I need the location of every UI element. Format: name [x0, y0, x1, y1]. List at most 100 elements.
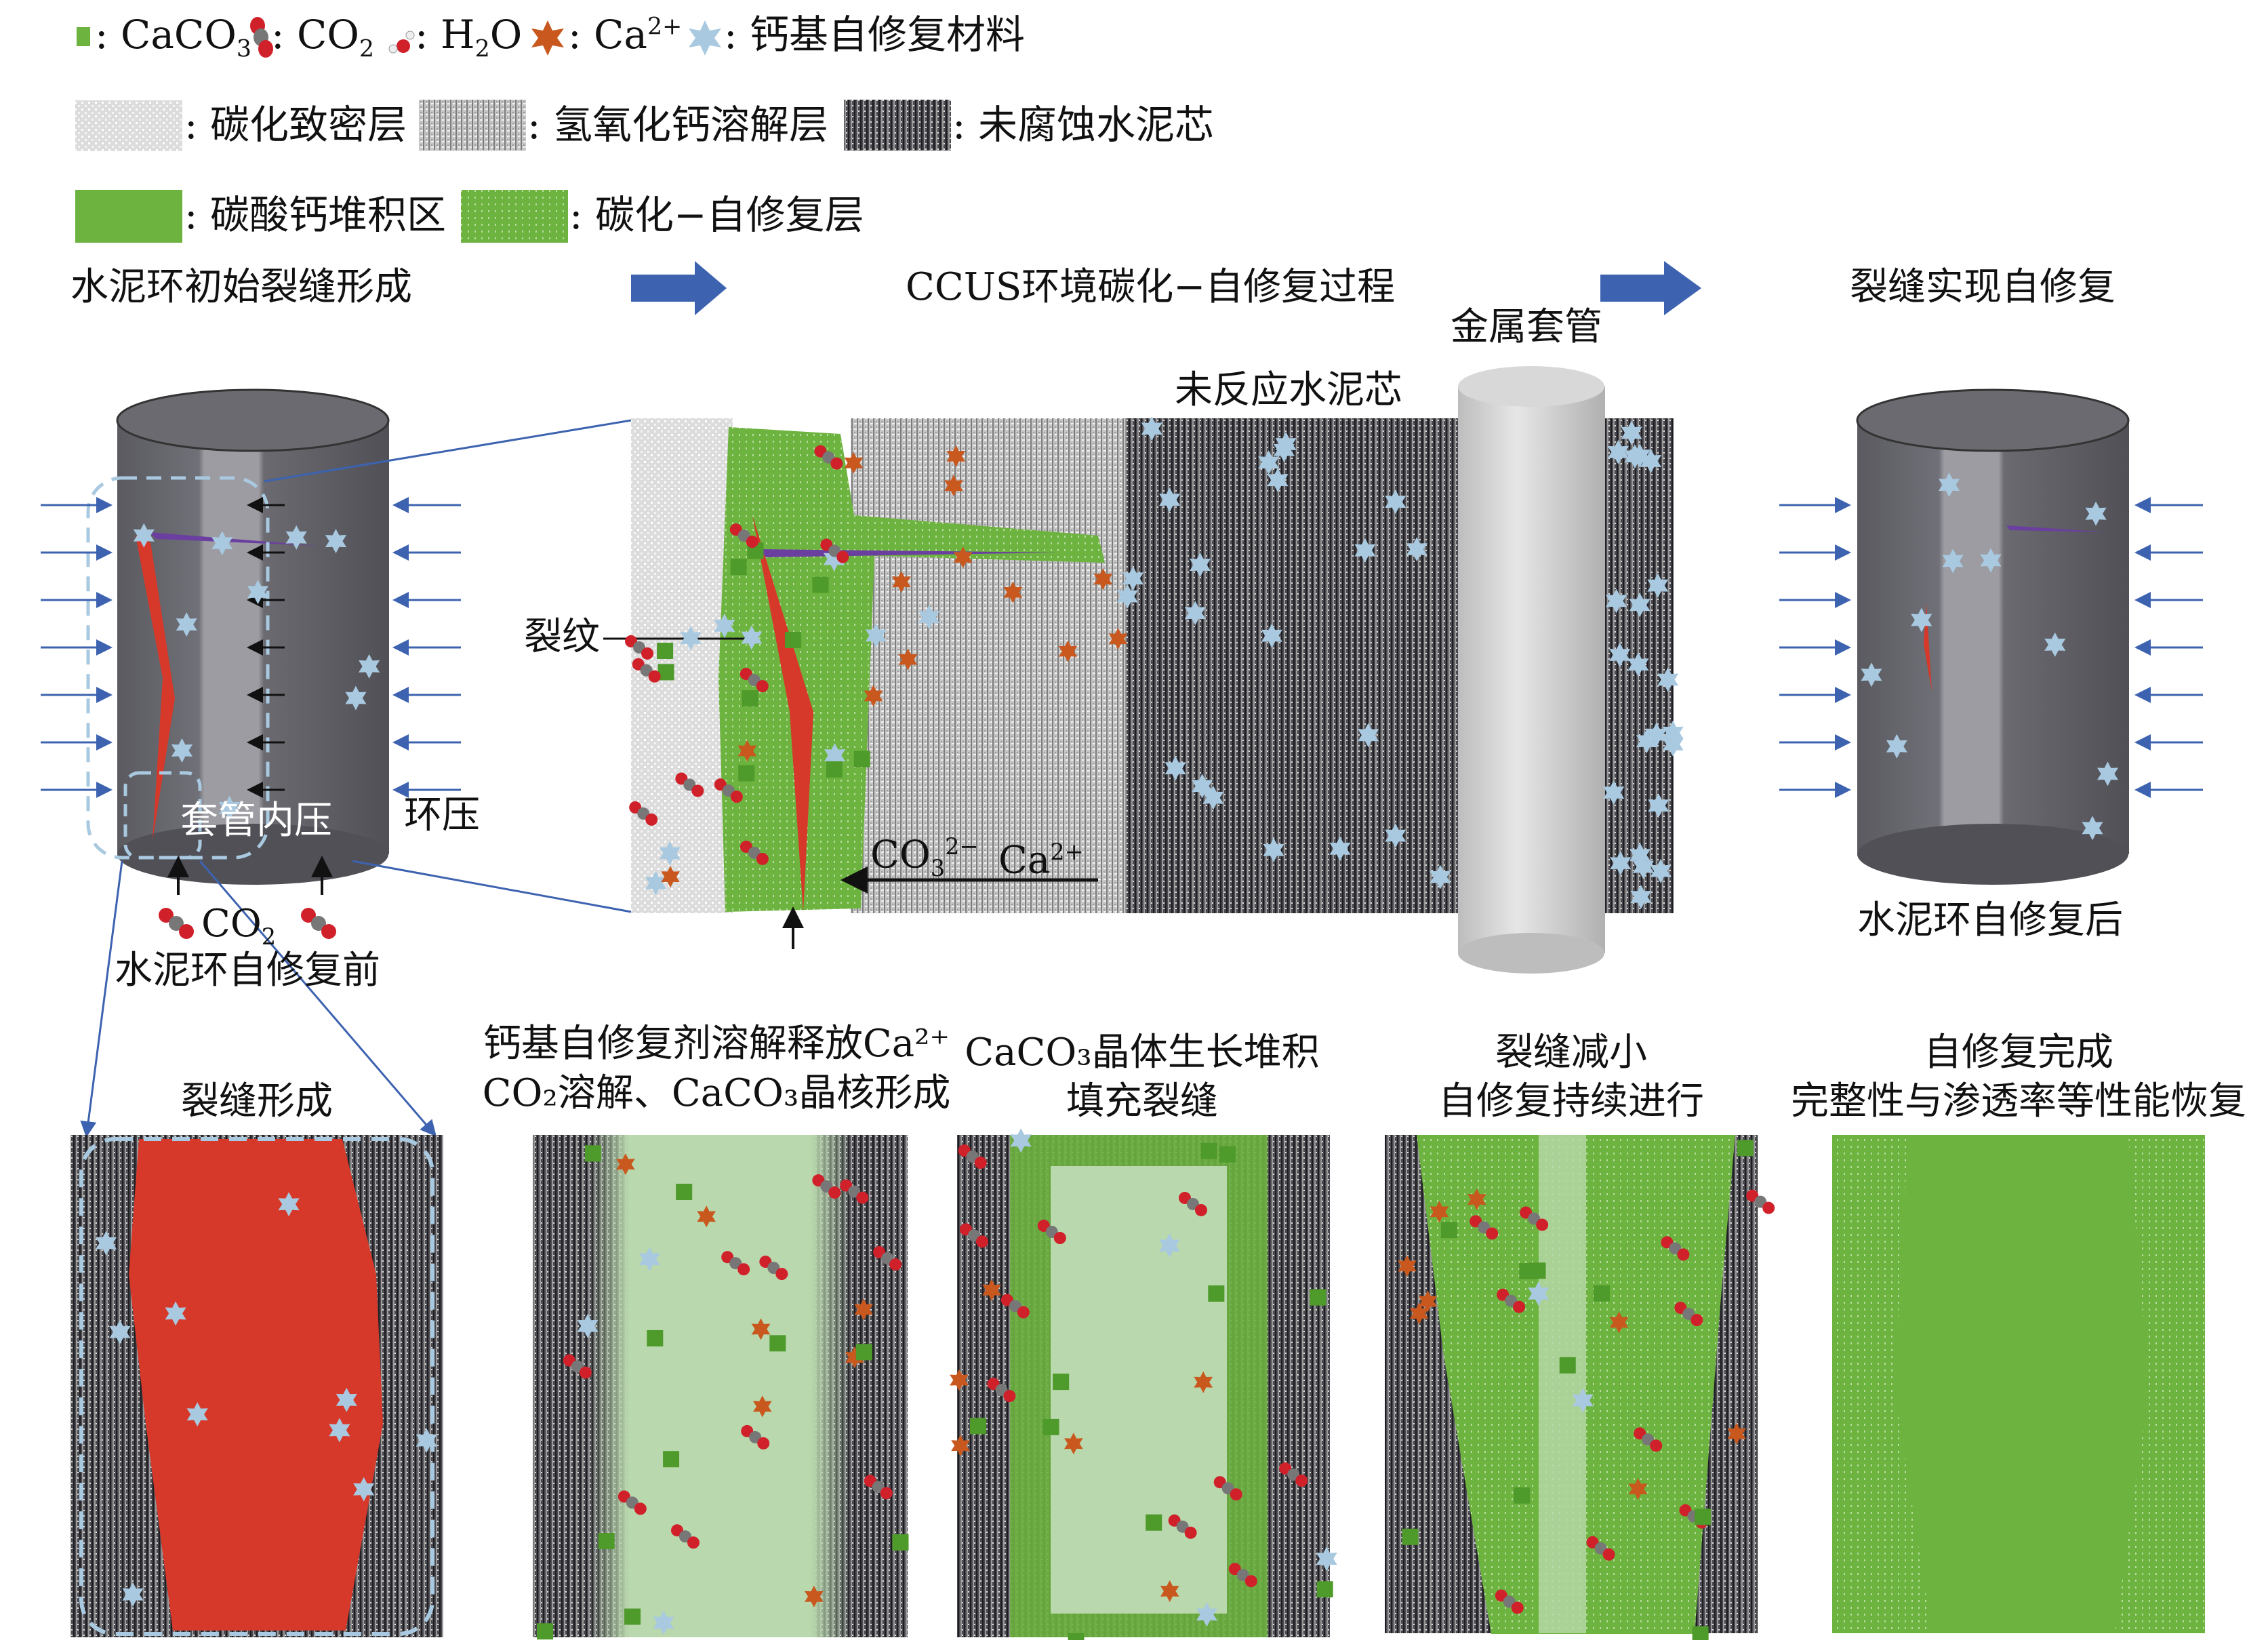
ca-ion-star-icon: [661, 866, 680, 888]
caco3-cube-icon: [1310, 1289, 1327, 1306]
co2-molecule-icon: [1690, 1314, 1703, 1327]
self-healing-material-icon: [639, 1247, 660, 1272]
self-healing-material-icon: [211, 531, 233, 556]
ca-ion-star-icon: [1064, 1433, 1083, 1455]
legend-caco3-label: : CaCO3: [95, 12, 252, 63]
self-healing-material-icon: [109, 1319, 131, 1344]
legend-layer-label: : 未腐蚀水泥芯: [952, 102, 1214, 148]
legend-layer-label: : 碳酸钙堆积区: [184, 192, 446, 238]
co2-molecule-icon: [1230, 1488, 1242, 1501]
caco3-cube-icon: [742, 690, 758, 707]
self-healing-material-icon: [1609, 643, 1631, 667]
caco3-cube-icon: [1208, 1285, 1225, 1302]
co2-molecule-icon: [1184, 1526, 1197, 1539]
co2-molecule-icon: [1762, 1201, 1775, 1214]
ca-ion-star-icon: [1093, 568, 1113, 591]
self-healing-material-icon: [680, 626, 702, 651]
step-caption: CO₂溶解、CaCO₃晶核形成: [482, 1071, 951, 1115]
self-healing-material-icon: [1939, 473, 1960, 498]
co2-molecule-icon: [691, 784, 704, 797]
step-caption: 裂缝减小: [1495, 1031, 1647, 1075]
self-healing-material-icon: [1607, 439, 1629, 464]
step-caption: CaCO₃晶体生长堆积: [965, 1031, 1320, 1075]
self-healing-material-icon: [1192, 774, 1213, 799]
legend-swatch-carbonation-healing: [461, 190, 568, 243]
self-healing-material-icon: [1263, 837, 1284, 862]
self-healing-material-icon: [278, 1192, 300, 1217]
ca-ion-star-icon: [737, 740, 757, 762]
self-healing-material-icon: [1196, 1602, 1217, 1627]
h2o-molecule-icon: [388, 31, 415, 54]
self-healing-material-icon: [1258, 450, 1280, 475]
legend-co2-label: : CO2: [271, 12, 375, 63]
caco3-cube-icon: [647, 1329, 664, 1346]
self-healing-material-icon: [1629, 843, 1651, 868]
caco3-cube-icon: [738, 765, 755, 782]
ca-ion-star-icon: [1409, 1302, 1429, 1325]
co2-molecule-icon: [687, 1536, 700, 1549]
label-co3: CO32−: [870, 833, 979, 881]
caco3-cube-icon: [537, 1623, 554, 1640]
caco3-cube-icon: [1559, 1357, 1576, 1374]
self-healing-material-icon: [1640, 449, 1662, 473]
caco3-cube-icon: [1737, 1140, 1754, 1157]
self-healing-material-icon: [1158, 1233, 1180, 1258]
step-panel-5: [1832, 1135, 2205, 1633]
crack-shape: [136, 536, 175, 841]
ca-ion-star-icon: [1108, 628, 1128, 650]
self-healing-material-icon: [2085, 501, 2107, 526]
ca-ion-star-icon: [805, 1585, 824, 1607]
co2-molecule-icon: [775, 1268, 788, 1281]
caco3-cube-icon: [730, 559, 747, 576]
co2-molecule-icon: [1602, 1548, 1615, 1561]
self-healing-material-icon: [1329, 836, 1351, 861]
co2-molecule-icon: [579, 1366, 592, 1379]
self-healing-material-icon: [1165, 756, 1186, 781]
self-healing-material-icon: [329, 1418, 350, 1443]
self-healing-material-icon: [577, 1313, 599, 1338]
stage-arrow-2: [1600, 261, 1701, 315]
co2-molecule-icon: [301, 908, 336, 939]
caco3-cube-icon: [77, 27, 90, 46]
label-crack: 裂纹: [524, 615, 600, 659]
self-healing-material-icon: [1886, 734, 1907, 759]
co2-molecule-icon: [756, 852, 769, 865]
self-healing-material-icon: [1141, 416, 1162, 441]
ca-ion-star-icon: [1058, 640, 1078, 662]
ca-ion-star-icon: [982, 1279, 1001, 1301]
co2-molecule-icon: [974, 1157, 987, 1169]
self-healing-material-icon: [416, 1428, 437, 1453]
caco3-cube-icon: [1146, 1514, 1162, 1531]
ca-ion-star-icon: [697, 1205, 716, 1228]
self-healing-material-icon: [165, 1301, 186, 1326]
self-healing-material-icon: [823, 546, 845, 572]
co2-molecule-icon: [1486, 1227, 1499, 1240]
legend-swatch-carbonated-dense: [75, 100, 182, 151]
self-healing-material-icon: [1610, 851, 1632, 876]
cement-sheath-before: [86, 388, 390, 885]
self-healing-material-icon: [2097, 761, 2119, 786]
caco3-cube-icon: [855, 1344, 872, 1361]
self-healing-material-icon: [1942, 548, 1964, 574]
co2-molecule-icon: [730, 791, 743, 803]
self-healing-material-icon: [1316, 1546, 1337, 1572]
step-panel-2: [533, 1135, 908, 1637]
co2-molecule-icon: [757, 1437, 770, 1449]
self-healing-material-icon: [741, 625, 763, 650]
caco3-cube-icon: [769, 1335, 786, 1352]
self-healing-material-icon: [1627, 652, 1649, 677]
ca-ion-star-icon: [1194, 1371, 1213, 1393]
caco3-cube-icon: [892, 1534, 909, 1551]
legend-ca-label: : Ca2+: [568, 12, 683, 58]
self-healing-material-icon: [1122, 566, 1144, 591]
caco3-cube-icon: [785, 631, 802, 648]
co2-molecule-icon: [756, 680, 769, 693]
caco3-cube-icon: [1053, 1374, 1070, 1391]
self-healing-material-icon: [1629, 443, 1651, 468]
self-healing-material-icon: [1273, 437, 1295, 462]
self-healing-material-icon: [2082, 816, 2103, 841]
co2-molecule-icon: [645, 813, 658, 826]
co2-molecule-icon: [1513, 1300, 1526, 1313]
self-healing-material-icon: [1010, 1128, 1032, 1153]
self-healing-material-icon: [285, 525, 307, 550]
